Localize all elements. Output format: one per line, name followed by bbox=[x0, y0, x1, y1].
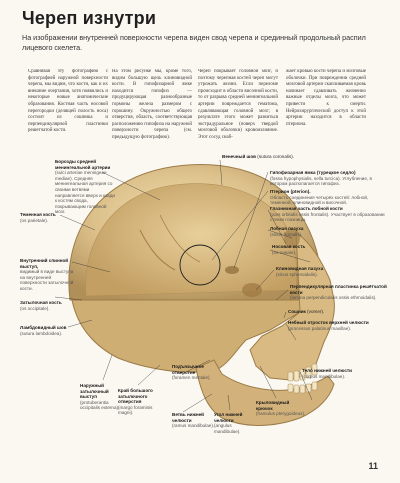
pterion-marker bbox=[179, 244, 221, 286]
page-title: Череп изнутри bbox=[22, 8, 157, 28]
label-mandible-body: Тело нижней челюсти (corpus mandibulae). bbox=[302, 368, 352, 379]
text-column-3: Череп покрывает головной мозг, и поэтому… bbox=[198, 69, 278, 140]
cranial-base bbox=[71, 299, 323, 373]
label-external-occipital-protuberance: Наружный затылочный выступ (protuberanti… bbox=[80, 383, 120, 411]
label-hypoglossal-foramen: Подъязычное отверстие (foramen mentale). bbox=[172, 364, 211, 381]
label-middle-meningeal-grooves: Борозды средней менингеальной артерии (s… bbox=[55, 159, 115, 215]
label-mandible-angle: Угол нижней челюсти (angulus mandibulae)… bbox=[214, 412, 243, 434]
label-palatine-process: Небный отросток верхней челюсти (process… bbox=[288, 320, 369, 331]
label-nasal-bone: Носовая кость (os nasale). bbox=[272, 244, 306, 255]
label-foramen-magnum-margin: Край большого затылочного отверстия (mar… bbox=[118, 388, 153, 416]
mandible bbox=[195, 359, 335, 426]
label-pituitary-fossa: Гипофизарная ямка (турецкое седло) (foss… bbox=[270, 170, 372, 187]
text-column-2: На этом рисунке мы, кроме того, видим бо… bbox=[112, 69, 192, 140]
label-pterion: Птерион (pterion). Область соединения че… bbox=[270, 189, 369, 206]
label-pterygoid-hamulus: Крыловидный крючок (hamulus pterygoideus… bbox=[256, 400, 306, 417]
text-column-1: Сравнивая эту фотографию с фотографией н… bbox=[28, 69, 108, 134]
label-occipital-bone: Затылочная кость (os occipitale). bbox=[20, 300, 62, 311]
label-ethmoid-perpendicular-plate: Перпендикулярная пластинка решётчатой ко… bbox=[290, 284, 387, 301]
label-parietal-bone: Теменная кость (os parietale). bbox=[20, 212, 56, 223]
facial-skeleton bbox=[249, 230, 335, 381]
label-orbital-part-frontal: Глазничная часть лобной кости (pars orbi… bbox=[270, 206, 385, 223]
label-vomer: Сошник (vomer). bbox=[288, 309, 325, 314]
lead-paragraph: На изображении внутренней поверхности че… bbox=[22, 33, 366, 52]
label-coronal-suture: Венечный шов (sutura coronalis). bbox=[222, 154, 295, 159]
leader-lines bbox=[54, 159, 313, 413]
label-mandible-ramus: Ветвь нижней челюсти (ramus mandibulae). bbox=[172, 412, 215, 429]
label-internal-occipital-protuberance: Внутренний спинной выступ, видимый в вид… bbox=[20, 258, 74, 291]
teeth bbox=[287, 363, 318, 394]
label-sphenoid-sinus: Клиновидная пазуха (sinus sphenoidalis). bbox=[276, 266, 324, 277]
inner-surface bbox=[85, 183, 297, 297]
pituitary-fossa bbox=[225, 266, 239, 274]
sphenoid-sinus bbox=[242, 283, 262, 297]
page-number: 11 bbox=[368, 461, 378, 471]
label-lambdoid-suture: Ламбдовидный шов (sutura lambdoidea). bbox=[20, 325, 67, 336]
label-frontal-sinus: Лобная пазуха (sinus frontalis). bbox=[270, 226, 304, 237]
text-column-4: жает кровью кости черепа и мозговые обол… bbox=[286, 69, 366, 127]
